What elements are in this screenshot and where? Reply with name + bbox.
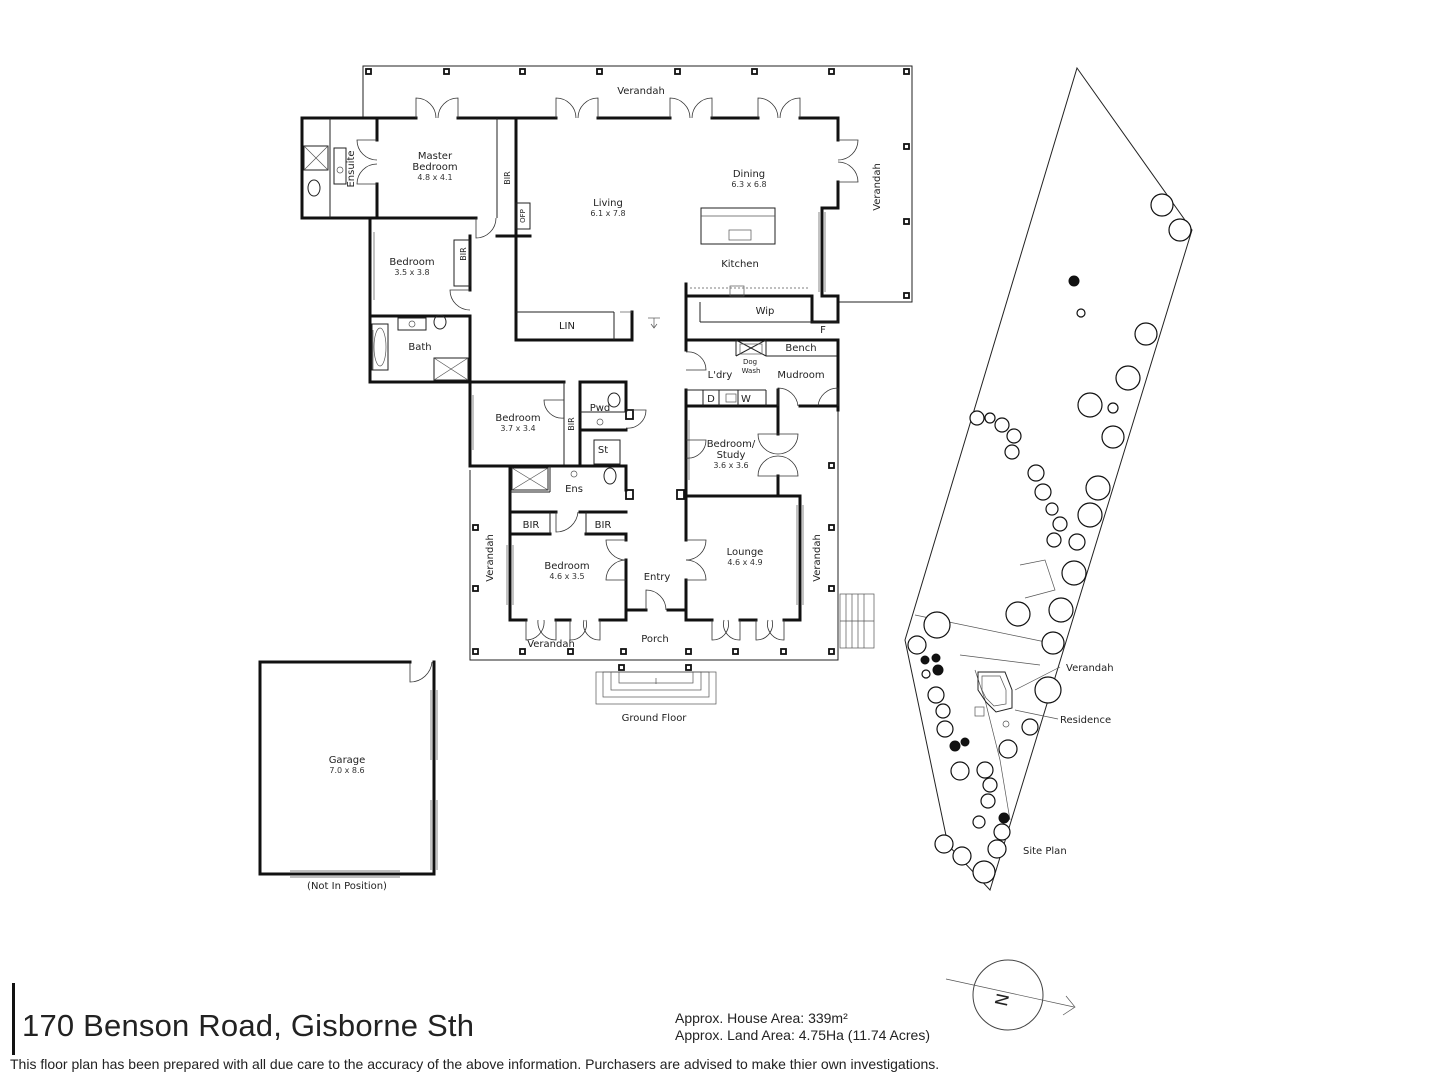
site-label-residence: Residence [1060, 715, 1111, 726]
label-laundry: L'dry [708, 370, 733, 381]
house-area: Approx. House Area: 339m² [675, 1010, 848, 1026]
label-bir-master: BIR [503, 171, 512, 185]
site-label-verandah: Verandah [1066, 663, 1114, 674]
label-bir-bedroom-3a: BIR [523, 520, 540, 531]
label-bir-bedroom-3b: BIR [595, 520, 612, 531]
land-area: Approx. Land Area: 4.75Ha (11.74 Acres) [675, 1027, 931, 1043]
label-mudroom: Mudroom [777, 370, 824, 381]
label-dog-wash-line2: Wash [742, 367, 761, 375]
label-kitchen: Kitchen [721, 259, 759, 270]
compass-north-label: N [992, 992, 1014, 1009]
label-verandah-top: Verandah [617, 86, 665, 97]
label-bedroom-study-line1: Bedroom/ [707, 439, 756, 450]
label-porch: Porch [641, 634, 669, 645]
label-master-line2: Bedroom [412, 162, 457, 173]
site-plan: Verandah Residence Site Plan [904, 66, 1193, 891]
dim-bedroom-1: 3.5 x 3.8 [394, 268, 429, 277]
label-bench: Bench [785, 343, 816, 354]
label-fridge: F [820, 325, 826, 336]
dim-bedroom-study: 3.6 x 3.6 [713, 461, 748, 470]
label-linen: LIN [559, 321, 575, 332]
label-not-in-position: (Not In Position) [307, 881, 387, 892]
dim-bedroom-3: 4.6 x 3.5 [549, 572, 584, 581]
windows [372, 212, 826, 605]
label-powder: Pwd [590, 403, 611, 414]
label-verandah-front: Verandah [527, 639, 575, 650]
label-bath: Bath [408, 342, 431, 353]
verandah-posts [365, 68, 910, 671]
label-entry: Entry [644, 572, 671, 583]
label-washer: W [741, 394, 751, 405]
verandah-outlines [362, 65, 913, 705]
disclaimer: This floor plan has been prepared with a… [10, 1056, 940, 1072]
label-ensuite: Ensuite [346, 150, 357, 187]
label-bedroom-1: Bedroom [389, 257, 434, 268]
doors [356, 97, 859, 683]
footer-accent-bar [12, 983, 15, 1055]
label-wip: Wip [756, 306, 775, 317]
label-lounge: Lounge [727, 547, 764, 558]
label-store: St [598, 445, 608, 456]
label-bedroom-3: Bedroom [544, 561, 589, 572]
label-dryer: D [707, 394, 715, 405]
label-dining: Dining [733, 169, 765, 180]
dim-bedroom-2: 3.7 x 3.4 [500, 424, 535, 433]
dim-dining: 6.3 x 6.8 [731, 180, 766, 189]
label-ground-floor: Ground Floor [622, 713, 688, 724]
label-verandah-left: Verandah [485, 534, 496, 582]
room-labels: Verandah Master Bedroom 4.8 x 4.1 Ensuit… [346, 86, 883, 724]
label-bir-bedroom-1: BIR [459, 247, 468, 261]
property-address: 170 Benson Road, Gisborne Sth [22, 1008, 475, 1043]
dim-master-bedroom: 4.8 x 4.1 [417, 173, 452, 182]
dim-living: 6.1 x 7.8 [590, 209, 625, 218]
label-ofp: OFP [519, 209, 527, 223]
label-bir-bedroom-2: BIR [567, 417, 576, 431]
dim-garage: 7.0 x 8.6 [329, 766, 364, 775]
site-plan-label: Site Plan [1023, 846, 1067, 857]
label-verandah-right: Verandah [872, 163, 883, 211]
label-bedroom-2: Bedroom [495, 413, 540, 424]
dim-lounge: 4.6 x 4.9 [727, 558, 762, 567]
label-garage: Garage [329, 755, 366, 766]
label-living: Living [593, 198, 623, 209]
label-verandah-front-right: Verandah [812, 534, 823, 582]
garage: Garage 7.0 x 8.6 (Not In Position) [258, 660, 438, 892]
label-dog-wash-line1: Dog [743, 358, 757, 366]
label-bedroom-study-line2: Study [717, 450, 746, 461]
label-master-line1: Master [418, 151, 453, 162]
house-walls [300, 116, 840, 622]
north-compass: N [945, 959, 1076, 1031]
fixtures [303, 145, 808, 491]
site-trees [907, 193, 1192, 884]
label-ens: Ens [565, 484, 583, 495]
